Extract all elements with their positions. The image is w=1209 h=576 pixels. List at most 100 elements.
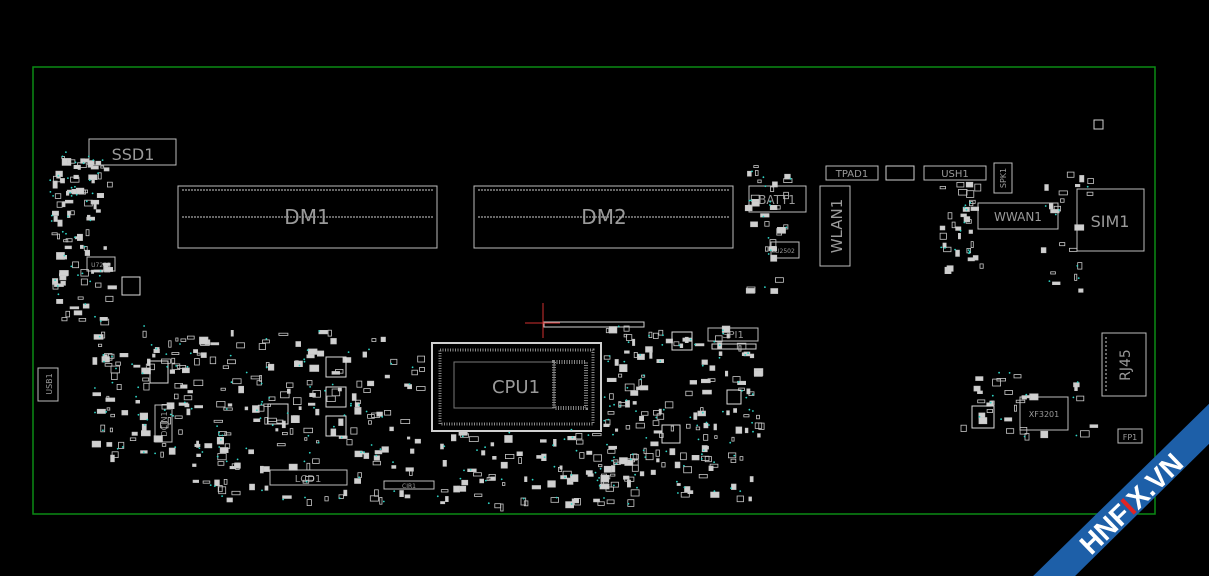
cpu1-component[interactable]: CPU1 bbox=[431, 342, 602, 432]
via bbox=[500, 478, 503, 481]
smd-part bbox=[53, 215, 58, 222]
smd-part bbox=[750, 194, 760, 202]
smd-part bbox=[384, 409, 392, 416]
smd-part bbox=[226, 359, 236, 365]
via bbox=[142, 451, 145, 454]
cir1-component[interactable]: CIR1 bbox=[383, 480, 435, 490]
smd-part bbox=[970, 241, 974, 249]
smd-part bbox=[553, 438, 557, 447]
smd-part bbox=[757, 179, 762, 184]
cpu-top-connector bbox=[543, 321, 645, 328]
smd-part bbox=[653, 332, 659, 339]
smd-part bbox=[65, 238, 73, 243]
smd-part bbox=[745, 288, 755, 294]
via bbox=[729, 441, 732, 444]
via bbox=[555, 496, 558, 499]
smd-part bbox=[293, 360, 303, 368]
ush1-component[interactable]: USH1 bbox=[923, 165, 987, 181]
spk1-component[interactable]: SPK1 bbox=[993, 162, 1013, 194]
smd-part bbox=[709, 365, 716, 371]
via bbox=[201, 451, 204, 453]
smd-part bbox=[608, 326, 618, 334]
via bbox=[739, 490, 742, 492]
via bbox=[751, 393, 754, 396]
fp1-component[interactable]: FP1 bbox=[1117, 428, 1143, 444]
smd-part bbox=[576, 439, 584, 445]
ssd1-component[interactable]: SSD1 bbox=[88, 138, 177, 166]
smd-part bbox=[196, 453, 201, 458]
ic-package bbox=[971, 405, 995, 429]
xf3201-component[interactable]: XF3201 bbox=[1019, 396, 1069, 431]
smd-part bbox=[649, 350, 653, 359]
via bbox=[67, 177, 69, 180]
smd-part bbox=[639, 415, 644, 421]
smd-part bbox=[75, 187, 85, 195]
via bbox=[268, 397, 271, 399]
cpu1-label: CPU1 bbox=[492, 377, 540, 398]
smd-part bbox=[93, 269, 104, 273]
via bbox=[57, 293, 60, 296]
dm2-component[interactable]: DM2 bbox=[473, 185, 734, 249]
dcin1-component[interactable]: DCIN1 bbox=[154, 404, 173, 443]
smd-part bbox=[674, 461, 681, 469]
smd-part bbox=[227, 403, 233, 407]
smd-part bbox=[307, 348, 318, 355]
smd-part bbox=[304, 437, 308, 441]
smd-part bbox=[603, 465, 612, 473]
smd-part bbox=[968, 229, 973, 234]
via bbox=[1076, 265, 1079, 267]
smd-part bbox=[1077, 262, 1083, 270]
smd-part bbox=[504, 453, 515, 459]
smd-part bbox=[312, 458, 320, 464]
smd-part bbox=[248, 449, 254, 455]
smd-part bbox=[193, 349, 198, 354]
via bbox=[298, 364, 301, 367]
smd-part bbox=[757, 433, 761, 438]
via bbox=[991, 394, 994, 397]
smd-part bbox=[547, 480, 556, 488]
via bbox=[762, 215, 765, 218]
via bbox=[700, 458, 703, 460]
smd-part bbox=[970, 206, 979, 211]
via bbox=[689, 338, 692, 341]
smd-part bbox=[252, 405, 260, 413]
smd-part bbox=[399, 490, 404, 498]
smd-part bbox=[750, 221, 758, 228]
via bbox=[463, 469, 465, 472]
wlan1-component[interactable]: WLAN1 bbox=[819, 185, 851, 267]
smd-part bbox=[689, 380, 697, 385]
rj45-component[interactable]: RJ45 bbox=[1101, 332, 1147, 397]
via bbox=[702, 449, 705, 452]
smd-part bbox=[1040, 247, 1047, 254]
via bbox=[563, 438, 566, 441]
smd-part bbox=[119, 352, 129, 358]
wwan1-component[interactable]: WWAN1 bbox=[977, 202, 1059, 230]
via bbox=[89, 219, 92, 222]
dm1-component[interactable]: DM1 bbox=[177, 185, 438, 249]
smd-part bbox=[606, 499, 615, 505]
via bbox=[155, 347, 158, 350]
smd-part bbox=[98, 343, 103, 347]
smd-part bbox=[139, 412, 148, 421]
usb1-component[interactable]: USB1 bbox=[37, 367, 59, 402]
via bbox=[230, 381, 233, 384]
smd-part bbox=[772, 181, 778, 188]
via bbox=[174, 446, 177, 449]
smd-part bbox=[93, 334, 104, 340]
smd-part bbox=[373, 455, 380, 461]
sim1-component[interactable]: SIM1 bbox=[1076, 188, 1145, 252]
via bbox=[701, 453, 703, 456]
via bbox=[648, 334, 650, 337]
via bbox=[360, 451, 362, 454]
smd-part bbox=[167, 417, 171, 425]
smd-part bbox=[635, 422, 645, 429]
via bbox=[1023, 435, 1026, 438]
tpad1-component[interactable]: TPAD1 bbox=[825, 165, 879, 181]
spi1-component[interactable]: SPI1 bbox=[707, 327, 759, 342]
smd-part bbox=[670, 425, 675, 432]
smd-part bbox=[223, 478, 228, 485]
via bbox=[1048, 280, 1051, 282]
smd-part bbox=[306, 380, 313, 386]
smd-part bbox=[765, 246, 769, 252]
via bbox=[229, 354, 232, 357]
